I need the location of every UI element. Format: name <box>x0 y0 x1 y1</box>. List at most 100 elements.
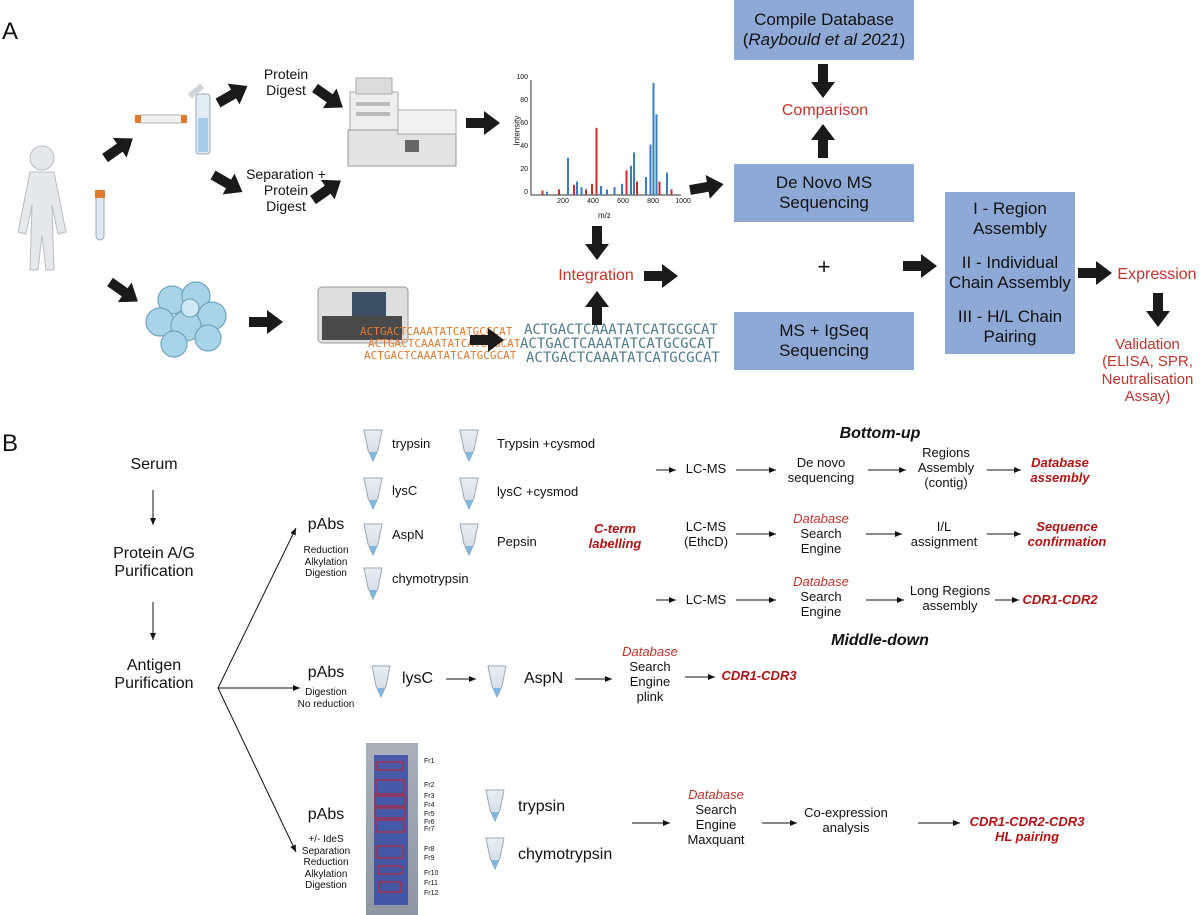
arrow <box>107 277 138 303</box>
pabs-label-1: pAbs <box>307 516 345 533</box>
antigen-purification-label: Antigen Purification <box>114 657 194 693</box>
row2-lcms: LC-MS (EthcD) <box>683 519 729 549</box>
spectrum-peak <box>591 183 593 195</box>
spectrum-ytick: 40 <box>520 143 528 150</box>
tube-icon <box>486 664 508 705</box>
database-word: Database <box>688 787 744 802</box>
enzyme-lysc-cysmod: lysC +cysmod <box>497 484 579 499</box>
protein-digest-label: Protein Digest <box>263 66 309 99</box>
search-engine: Search Engine <box>800 588 842 619</box>
tube-icon <box>370 664 392 705</box>
row1-denovo: De novo sequencing <box>787 455 855 485</box>
row3-long-regions: Long Regions assembly <box>909 583 991 613</box>
expression-label: Expression <box>1117 266 1197 283</box>
dna-sequence-reads: ACTGACTCAAATATCATGCGCAT ACTGACTCAAATATCA… <box>360 322 720 366</box>
spectrum-peak <box>633 152 635 195</box>
spectrum-peak <box>652 83 655 195</box>
thin-arrows <box>150 467 1021 853</box>
validation-label: Validation (ELISA, SPR, Neutralisation A… <box>1101 336 1194 405</box>
bottom-up-heading: Bottom-up <box>839 425 921 442</box>
spectrum-xtick: 200 <box>557 198 569 205</box>
arrow <box>210 170 243 195</box>
search-engine: Search Engine <box>800 525 842 556</box>
dna-read: ACTGACTCAAATATCATGCGCAT <box>526 350 720 366</box>
gel-fraction-label: Fr12 <box>424 890 439 897</box>
hl-pairing-label: CDR1-CDR2-CDR3 HL pairing <box>969 814 1085 844</box>
assembly-step-2: II - Individual Chain Assembly <box>949 252 1071 292</box>
protein-ag-label: Protein A/G Purification <box>113 545 195 581</box>
arrow <box>811 64 835 98</box>
spectrum-xlabel: m/z <box>598 211 611 220</box>
comparison-label: Comparison <box>781 102 869 119</box>
blood-tube-icon <box>95 190 105 241</box>
spin-column-icon <box>187 83 211 155</box>
gel-fraction-label: Fr9 <box>424 855 435 862</box>
md-aspn: AspN <box>524 670 564 687</box>
pabs-label-2: pAbs <box>307 664 345 681</box>
spectrum-peak <box>606 189 608 195</box>
sds-gel-image <box>366 743 418 915</box>
arrow <box>470 328 504 352</box>
database-word: Database <box>622 644 678 659</box>
search-engine-plink: Search Engine plink <box>629 658 671 704</box>
gel-fraction-label: Fr11 <box>424 880 438 887</box>
panel-b-label: B <box>2 430 19 457</box>
database-word: Database <box>793 511 849 526</box>
tube-icon <box>458 476 480 517</box>
row1-regions: Regions Assembly (contig) <box>917 445 975 490</box>
gel-fraction-label: Fr2 <box>424 782 435 789</box>
spectrum-peak <box>576 181 578 195</box>
compile-database-title: Compile Database <box>754 9 894 29</box>
gel-fraction-label: Fr4 <box>424 802 435 809</box>
gel-fraction-label: Fr8 <box>424 846 435 853</box>
tube-icon <box>484 788 506 829</box>
enzyme-chymotrypsin: chymotrypsin <box>392 571 469 586</box>
spectrum-peak <box>585 189 587 195</box>
tube-icon <box>362 428 384 469</box>
dna-read: ACTGACTCAAATATCATGCGCAT <box>360 325 513 338</box>
spectrum-peak <box>636 181 638 195</box>
spectrum-peak <box>613 187 616 195</box>
arrow <box>585 291 609 325</box>
spectrum-peak <box>580 187 583 195</box>
spectrum-ytick: 0 <box>524 189 528 196</box>
md-cdr1-cdr3: CDR1-CDR3 <box>721 668 797 683</box>
spectrum-xtick: 800 <box>647 198 659 205</box>
row3-cdr1-cdr2: CDR1-CDR2 <box>1022 592 1098 607</box>
compile-database-box: Compile Database (Raybould et al 2021) <box>734 0 914 60</box>
spectrum-peak <box>658 181 661 195</box>
pabs-sub-3: +/- IdeS Separation Reduction Alkylation… <box>301 834 351 891</box>
arrow <box>312 83 343 109</box>
gel-fraction-label: Fr10 <box>424 870 439 877</box>
tube-icon <box>484 836 506 877</box>
spectrum-peak <box>625 170 628 195</box>
gel-fraction-label: Fr6 <box>424 819 435 826</box>
spectrum-peak <box>546 191 548 195</box>
arrow <box>585 226 609 260</box>
tube-icon <box>362 522 384 563</box>
dna-read: ACTGACTCAAATATCATGCGCAT <box>524 322 718 338</box>
spectrum-ytick: 80 <box>520 97 528 104</box>
spectrum-peak <box>541 190 544 195</box>
flow-arrows <box>102 64 1170 352</box>
plus-sign: + <box>817 254 831 279</box>
spectrum-peak <box>595 127 598 195</box>
spectrum-peak <box>600 186 602 195</box>
spectrum-peak <box>567 158 569 195</box>
arrow <box>1146 293 1170 327</box>
reference-text: Raybould et al 2021 <box>748 30 900 49</box>
pabs-sub-2: Digestion No reduction <box>297 687 355 710</box>
tube-icon <box>458 428 480 469</box>
spectrum-peak <box>670 189 673 195</box>
spectrum-ytick: 60 <box>520 120 528 127</box>
arrow <box>644 264 678 288</box>
tube-icon <box>362 566 384 607</box>
gel-fraction-label: Fr3 <box>424 793 435 800</box>
database-word: Database <box>793 574 849 589</box>
spectrum-peak <box>621 183 623 195</box>
spectrum-ytick: 20 <box>520 166 528 173</box>
spectrum-peak <box>666 172 668 195</box>
